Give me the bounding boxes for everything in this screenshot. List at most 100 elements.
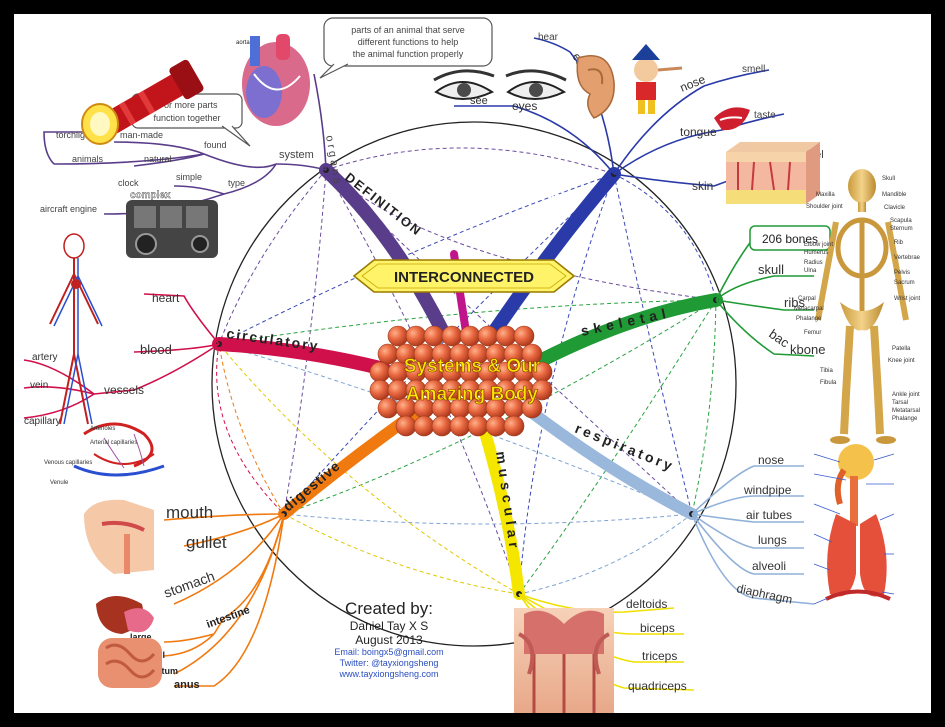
cap-venule: Venule	[50, 480, 69, 486]
credits-twitter[interactable]: Twitter: @tayxiongsheng	[339, 658, 439, 668]
center-ball	[485, 415, 507, 437]
skel-scapula: Scapula	[890, 218, 912, 224]
label-air-tubes: air tubes	[746, 508, 792, 522]
skin-image	[726, 142, 820, 204]
digestive-subbranches	[163, 513, 285, 687]
skel-femur: Femur	[804, 330, 821, 336]
skel-clavicle: Clavicle	[884, 205, 906, 211]
label-smell: smell	[742, 64, 765, 75]
label-backbone-a: bac	[766, 326, 792, 351]
center-ball-cluster	[369, 325, 553, 437]
label-skull: skull	[758, 262, 784, 277]
label-mouth: mouth	[166, 503, 213, 522]
mind-map-canvas: organs system found man-made natural tor…	[14, 14, 931, 713]
center-ball	[441, 325, 463, 347]
skel-phalange: Phalange	[796, 316, 822, 322]
center-ball	[387, 379, 409, 401]
branch-respiratory	[528, 408, 698, 520]
definition-subbranches	[43, 73, 327, 215]
credits-name: Daniel Tay X S	[349, 619, 429, 633]
banner-text: INTERCONNECTED	[394, 269, 534, 286]
center-ball	[413, 415, 435, 437]
outer-ring	[211, 121, 737, 647]
label-deltoids: deltoids	[626, 597, 667, 611]
svg-text:aorta: aorta	[236, 40, 250, 46]
skel-metatarsal: Metatarsal	[892, 408, 920, 414]
label-rectum: rectum	[148, 666, 178, 676]
branch-definition	[319, 163, 451, 341]
label-heart: heart	[152, 291, 180, 305]
label-windpipe: windpipe	[743, 483, 792, 497]
center-ball	[477, 325, 499, 347]
skeleton-image	[815, 169, 909, 444]
capillary-labels: Arterioles Arterial capillaries Venous c…	[44, 426, 137, 486]
label-diaphragm: diaphragm	[735, 581, 793, 606]
center-ball	[495, 325, 517, 347]
torchlight-image	[81, 59, 204, 145]
credits-web[interactable]: www.tayxiongsheng.com	[339, 669, 439, 679]
circulation-body-image	[49, 233, 103, 425]
skel-sacrum: Sacrum	[894, 280, 915, 286]
label-large: large	[130, 632, 152, 642]
label-type: type	[228, 178, 245, 188]
label-triceps: triceps	[642, 649, 677, 663]
skel-mandible: Mandible	[882, 192, 907, 198]
skel-humerus: Humerus	[804, 250, 828, 256]
center-ball	[521, 397, 543, 419]
skel-tarsal: Tarsal	[892, 400, 908, 406]
center-ball	[503, 415, 525, 437]
label-backbone-b: kbone	[790, 342, 825, 357]
label-alveoli: alveoli	[752, 559, 786, 573]
muscles-image	[514, 608, 614, 713]
branch-sense-organ	[487, 167, 621, 339]
center-ball	[423, 325, 445, 347]
branch-label-skeletal: skeletal	[579, 304, 672, 339]
skel-ulna: Ulna	[804, 268, 817, 274]
skel-phalange-foot: Phalange	[892, 416, 918, 422]
label-natural: natural	[144, 154, 172, 164]
center-ball	[405, 325, 427, 347]
credits-email[interactable]: Email: boingx5@gmail.com	[334, 647, 444, 657]
eyes-image	[433, 69, 567, 100]
callout-organs-definition: parts of an animal that serve different …	[319, 17, 493, 79]
label-ribs: ribs	[784, 295, 805, 310]
skel-tibia: Tibia	[820, 368, 833, 374]
skel-ankle-joint: Ankle joint	[892, 392, 920, 398]
label-animals: animals	[72, 154, 104, 164]
branch-muscular	[478, 423, 525, 600]
respiratory-subbranches	[691, 465, 815, 605]
label-complex: complex	[130, 190, 171, 201]
center-ball	[377, 397, 399, 419]
center-ball	[377, 343, 399, 365]
cap-venous: Venous capillaries	[44, 460, 92, 466]
callout-system-line-2: function together	[153, 113, 220, 123]
skel-radius: Radius	[804, 260, 823, 266]
center-node: Systems & Our Amazing Body	[369, 325, 553, 437]
label-skin: skin	[692, 179, 713, 193]
skel-carpal: Carpal	[798, 296, 816, 302]
label-vein: vein	[30, 380, 48, 391]
engine-image: complex	[126, 190, 218, 258]
lips-image	[714, 107, 750, 131]
label-vessels: vessels	[104, 383, 144, 397]
label-206-bones: 206 bones	[762, 232, 818, 246]
skeletal-subbranches	[715, 239, 815, 357]
label-clock: clock	[118, 178, 139, 188]
cap-arterioles: Arterioles	[90, 426, 115, 432]
branch-label-digestive: digestive	[280, 457, 344, 514]
center-ball	[521, 343, 543, 365]
callout-organs-line-1: parts of an animal that serve	[351, 25, 465, 35]
branch-skeletal	[537, 293, 723, 366]
skel-wrist-joint: Wrist joint	[894, 296, 921, 302]
center-ball	[387, 325, 409, 347]
label-intestine: intestine	[205, 604, 252, 631]
credits-date: August 2013	[355, 633, 423, 647]
label-aircraft-engine: aircraft engine	[40, 204, 97, 214]
digestive-organs-image	[96, 596, 162, 688]
label-tongue: tongue	[680, 125, 717, 139]
label-anus: anus	[174, 679, 200, 691]
center-title-line-1: Systems & Our	[404, 356, 541, 377]
label-nose-sense: nose	[678, 72, 708, 95]
center-ball	[395, 415, 417, 437]
center-ball	[449, 415, 471, 437]
